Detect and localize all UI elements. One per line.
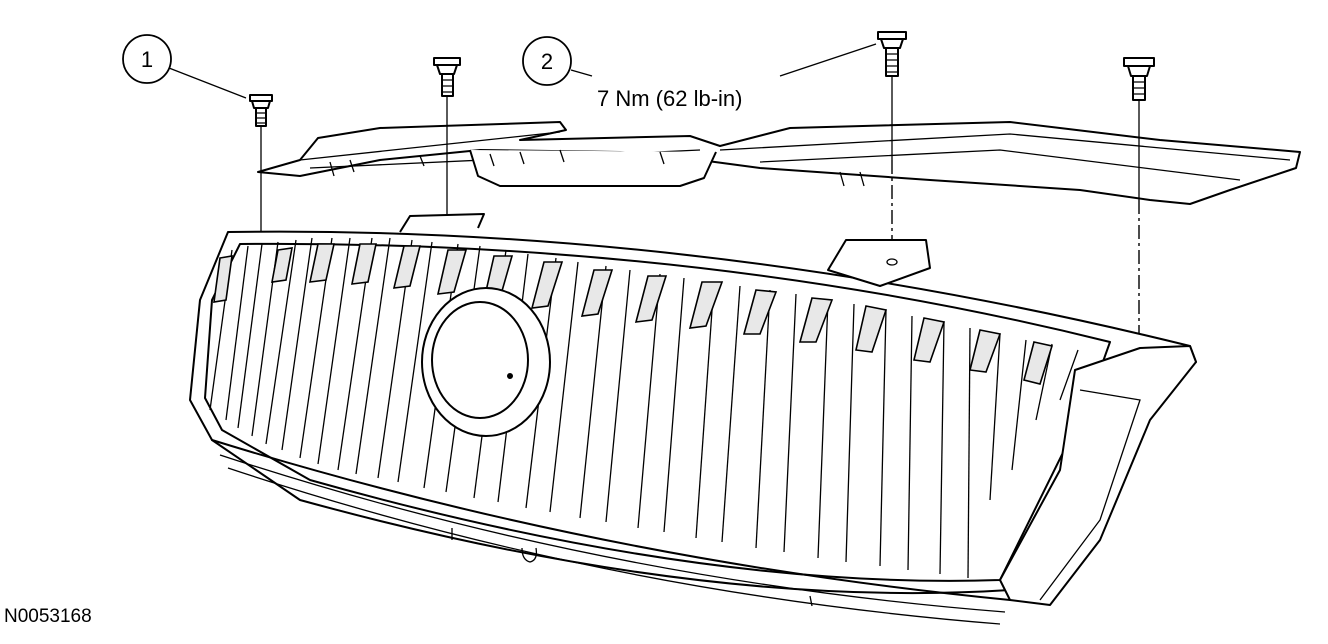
callout-1: 1 [122,34,247,99]
grille-body [189,213,1197,625]
bolt-3-icon [877,31,907,77]
bolt-4-icon [1123,57,1155,101]
callout-2-number: 2 [541,49,553,74]
torque-spec-label: 7 Nm (62 lb-in) [597,86,742,111]
bolt-2-icon [433,57,461,97]
callout-2: 2 [522,36,877,86]
callout-1-number: 1 [141,47,153,72]
figure-id: N0053168 [4,606,92,627]
upper-support-panel [257,121,1301,205]
grille-slot-tops [213,243,1054,385]
emblem [421,287,551,437]
bolt-1-icon [249,94,273,127]
